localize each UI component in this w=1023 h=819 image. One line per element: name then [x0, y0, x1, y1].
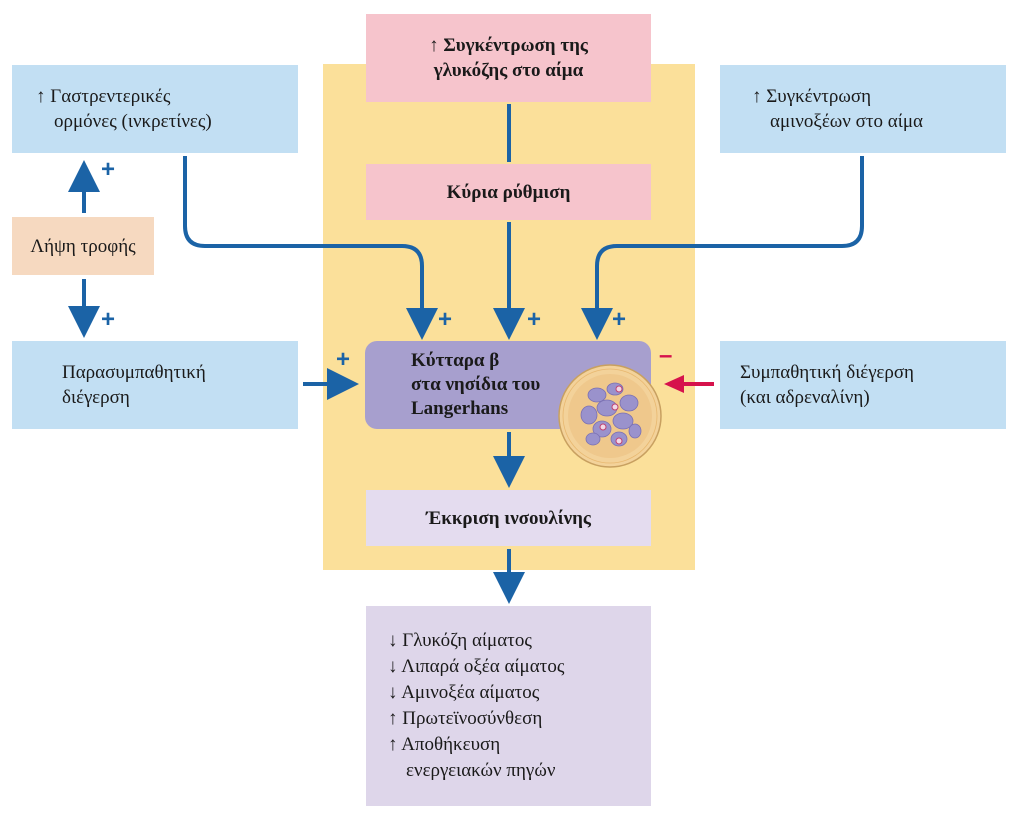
incretins-box: ↑ Γαστρεντερικές ορμόνες (ινκρετίνες) — [12, 65, 298, 153]
sympathetic-line-1: Συμπαθητική διέγερση — [740, 362, 914, 383]
beta-cells-line-1: Κύτταρα β — [411, 350, 500, 371]
parasympathetic-line-1: Παρασυμπαθητική — [62, 362, 206, 383]
parasympathetic-line-2: διέγερση — [62, 387, 130, 408]
main-regulation-box: Κύρια ρύθμιση — [366, 164, 651, 220]
food-intake-box: Λήψη τροφής — [12, 217, 154, 275]
plus-sign-food-parasympathetic: + — [101, 306, 116, 333]
incretins-line-2: ορμόνες (ινκρετίνες) — [54, 111, 212, 132]
arrow-amino-to-beta — [581, 156, 864, 340]
effect-protein-synthesis: ↑ Πρωτεϊνοσύνθεση — [388, 708, 543, 729]
insulin-secretion-box: Έκκριση ινσουλίνης — [366, 490, 651, 546]
arrow-sympathetic-inhibits-beta — [664, 375, 714, 393]
minus-sign-sympathetic: – — [659, 342, 673, 369]
plus-sign-food-incretins: + — [101, 156, 116, 183]
blood-glucose-box: ↑ Συγκέντρωση της γλυκόζης στο αίμα — [366, 14, 651, 102]
effect-energy-storage: ↑ Αποθήκευση — [388, 734, 501, 755]
incretins-line-1: ↑ Γαστρεντερικές — [36, 86, 171, 107]
plus-sign-incretins: + — [438, 306, 453, 333]
insulin-secretion-label: Έκκριση ινσουλίνης — [426, 507, 591, 529]
islet-of-langerhans-illustration — [558, 364, 662, 468]
sympathetic-box: Συμπαθητική διέγερση (και αδρεναλίνη) — [720, 341, 1006, 429]
food-intake-label: Λήψη τροφής — [30, 235, 136, 257]
amino-acids-line-1: ↑ Συγκέντρωση — [752, 86, 872, 107]
plus-sign-parasympathetic: + — [336, 346, 351, 373]
blood-glucose-line-2: γλυκόζης στο αίμα — [433, 60, 584, 81]
effect-energy-storage-cont: ενεργειακών πηγών — [406, 760, 556, 781]
beta-cells-line-2: στα νησίδια του — [411, 374, 541, 395]
main-regulation-label: Κύρια ρύθμιση — [446, 181, 571, 203]
plus-sign-amino: + — [612, 306, 627, 333]
effects-box: ↓ Γλυκόζη αίματος ↓ Λιπαρά οξέα αίματος … — [366, 606, 651, 806]
blood-glucose-line-1: ↑ Συγκέντρωση της — [429, 35, 588, 56]
effect-blood-glucose: ↓ Γλυκόζη αίματος — [388, 630, 532, 651]
amino-acids-line-2: αμινοξέων στο αίμα — [770, 111, 923, 132]
effect-amino-acids: ↓ Αμινοξέα αίματος — [388, 682, 540, 703]
parasympathetic-box: Παρασυμπαθητική διέγερση — [12, 341, 298, 429]
amino-acids-box: ↑ Συγκέντρωση αμινοξέων στο αίμα — [720, 65, 1006, 153]
sympathetic-line-2: (και αδρεναλίνη) — [740, 387, 870, 408]
effect-fatty-acids: ↓ Λιπαρά οξέα αίματος — [388, 656, 565, 677]
beta-cells-line-3: Langerhans — [411, 398, 509, 419]
arrow-incretins-to-beta — [183, 156, 438, 340]
plus-sign-glucose: + — [527, 306, 542, 333]
